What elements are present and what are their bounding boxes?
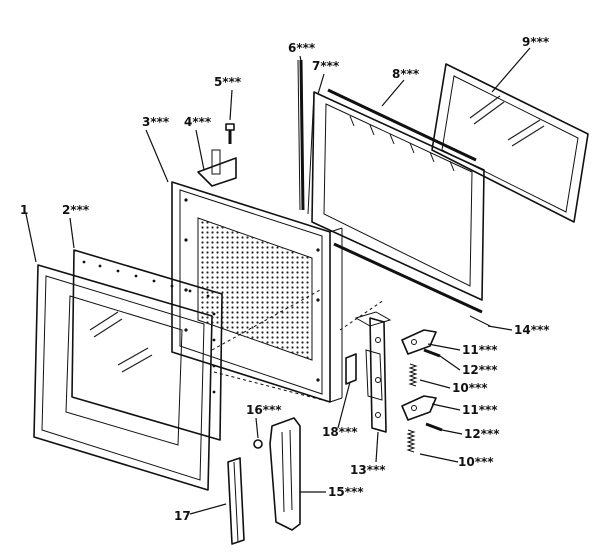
callout-18: 18*** — [322, 425, 358, 439]
callout-12-lower: 12*** — [464, 427, 500, 441]
part-pin-upper — [423, 348, 441, 358]
part-latch-lever — [345, 353, 357, 385]
part-hinge-bracket — [197, 157, 237, 187]
callout-15: 15*** — [328, 485, 364, 499]
part-spring-lower — [406, 429, 416, 453]
callout-12-upper: 12*** — [462, 363, 498, 377]
callout-13: 13*** — [350, 463, 386, 477]
callout-1: 1 — [20, 203, 28, 217]
callout-14: 14*** — [514, 323, 550, 337]
part-handle-screw — [253, 439, 263, 449]
part-latch-hook-upper — [401, 329, 437, 355]
part-pin-lower — [425, 422, 443, 432]
callout-10-lower: 10*** — [458, 455, 494, 469]
callout-16: 16*** — [246, 403, 282, 417]
part-inner-door-panel — [171, 149, 343, 403]
callout-17: 17 — [174, 509, 191, 523]
part-screw — [225, 123, 235, 144]
callout-2: 2*** — [62, 203, 90, 217]
callout-6: 6*** — [288, 41, 316, 55]
callout-4: 4*** — [184, 115, 212, 129]
part-latch-plate — [354, 311, 392, 433]
callout-10-upper: 10*** — [452, 381, 488, 395]
part-outer-glass — [431, 63, 589, 223]
leader-lines — [25, 47, 531, 515]
callout-11-upper: 11*** — [462, 343, 498, 357]
part-latch-hook-lower — [401, 395, 437, 421]
callout-8: 8*** — [392, 67, 420, 81]
part-trim-strip — [227, 457, 245, 545]
part-door-outer-frame — [33, 264, 213, 491]
part-door-handle — [269, 417, 301, 531]
alignment-guides — [211, 289, 385, 403]
part-spring-upper — [408, 363, 418, 387]
callout-7: 7*** — [312, 59, 340, 73]
callout-9: 9*** — [522, 35, 550, 49]
callout-3: 3*** — [142, 115, 170, 129]
part-gasket-strip — [297, 59, 305, 211]
callout-5: 5*** — [214, 75, 242, 89]
callout-labels: 1 2*** 3*** 4*** 5*** 6*** 7*** 8*** 9**… — [20, 35, 550, 523]
part-choke-frame — [307, 88, 491, 327]
callout-11-lower: 11*** — [462, 403, 498, 417]
